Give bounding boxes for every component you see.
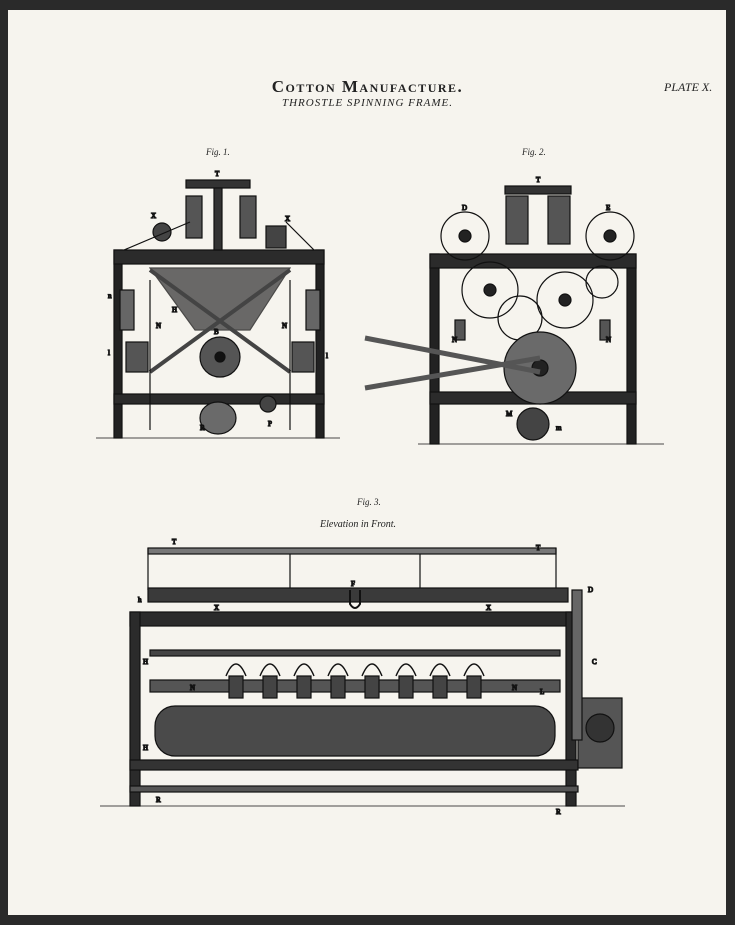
fig3-caption: Elevation in Front. (320, 519, 397, 530)
svg-text:N: N (190, 684, 195, 692)
svg-text:X: X (151, 212, 156, 220)
svg-text:N: N (452, 336, 457, 344)
svg-text:h: h (138, 596, 142, 604)
svg-text:R: R (156, 796, 161, 804)
svg-text:H: H (143, 658, 148, 666)
fig2-label: Fig. 2. (522, 147, 546, 157)
svg-text:C: C (592, 658, 597, 666)
svg-text:D: D (588, 586, 593, 594)
svg-text:H: H (172, 306, 177, 314)
svg-text:D: D (462, 204, 467, 212)
svg-text:B: B (214, 328, 219, 336)
fig3-label: Fig. 3. (357, 497, 381, 507)
svg-text:T: T (172, 538, 177, 546)
svg-text:X: X (214, 604, 219, 612)
svg-text:L: L (540, 688, 544, 696)
page-subtitle: THROSTLE SPINNING FRAME. (282, 97, 453, 109)
svg-text:l: l (108, 349, 110, 357)
svg-text:N: N (282, 322, 287, 330)
svg-text:H: H (143, 744, 148, 752)
svg-text:N: N (156, 322, 161, 330)
svg-text:N: N (606, 336, 611, 344)
svg-text:X: X (285, 215, 290, 223)
fig2-drawing: T D E N N M m (364, 175, 664, 445)
svg-text:m: m (556, 424, 562, 432)
fig1-drawing: T X X B R P H N N n l l (96, 169, 340, 439)
fig3-drawing: T T F h D X X H H N N L R R C (100, 537, 625, 817)
svg-text:M: M (506, 410, 513, 418)
svg-text:F: F (351, 580, 355, 588)
plate-number: PLATE X. (664, 80, 713, 94)
svg-text:T: T (536, 544, 541, 552)
svg-text:P: P (268, 420, 272, 428)
svg-text:l: l (326, 352, 328, 360)
svg-text:X: X (486, 604, 491, 612)
svg-text:n: n (108, 292, 112, 300)
svg-text:N: N (512, 684, 517, 692)
svg-text:T: T (536, 176, 541, 184)
svg-text:E: E (606, 204, 610, 212)
svg-text:R: R (556, 808, 561, 816)
page-title: Cotton Manufacture. (271, 77, 464, 96)
svg-text:R: R (200, 424, 205, 432)
fig1-label: Fig. 1. (206, 147, 230, 157)
svg-text:T: T (215, 170, 220, 178)
